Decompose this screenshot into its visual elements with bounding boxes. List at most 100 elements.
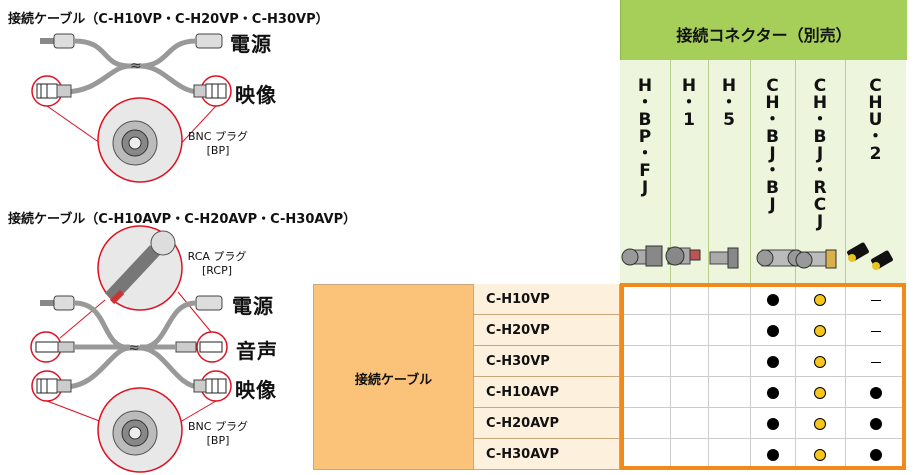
vp-bnc-plug-code: [BP] bbox=[206, 144, 230, 157]
connector-char: C bbox=[869, 76, 882, 96]
vp-bnc-plug-name: BNC プラグ bbox=[188, 130, 248, 143]
vp-video-label: 映像 bbox=[235, 83, 277, 107]
column-divider bbox=[845, 60, 846, 470]
cable-vp-drawing: ≈ bbox=[31, 33, 232, 183]
avp-rca-plug-label: RCA プラグ [RCP] bbox=[180, 250, 254, 278]
compatibility-mark-yellow bbox=[814, 386, 826, 399]
table-row-name: C-H10VP bbox=[474, 284, 620, 315]
compatibility-mark-black bbox=[766, 448, 779, 461]
connector-char: ・ bbox=[764, 161, 781, 181]
cable-model: C-H30AVP bbox=[486, 447, 559, 462]
table-row-name: C-H10AVP bbox=[474, 377, 620, 408]
avp-rca-plug-code: [RCP] bbox=[202, 264, 232, 277]
connector-image-h-bp-fj bbox=[621, 245, 663, 267]
connector-char: H bbox=[637, 76, 653, 96]
cell-divider bbox=[670, 377, 671, 408]
avp-bnc-plug-code: [BP] bbox=[206, 434, 230, 447]
table-row-name: C-H30AVP bbox=[474, 439, 620, 470]
compatibility-mark-yellow bbox=[814, 293, 826, 306]
cell-divider bbox=[750, 315, 751, 346]
table-row bbox=[620, 439, 906, 470]
cell-divider bbox=[795, 377, 796, 408]
connector-char: J bbox=[769, 144, 776, 164]
compatibility-mark-black bbox=[869, 417, 882, 430]
connector-char: H bbox=[868, 93, 883, 113]
avp-audio-label: 音声 bbox=[236, 339, 278, 363]
table-row bbox=[620, 377, 906, 408]
column-divider bbox=[750, 60, 751, 470]
connector-char: ・ bbox=[811, 161, 829, 181]
table-row bbox=[620, 284, 906, 315]
connector-column-label: H・5 bbox=[712, 78, 746, 129]
connector-char: ・ bbox=[764, 110, 781, 130]
connector-char: 5 bbox=[723, 110, 735, 130]
connector-char: ・ bbox=[680, 93, 698, 113]
connector-char: F bbox=[639, 161, 651, 181]
connector-char: ・ bbox=[636, 144, 654, 164]
connector-char: C bbox=[766, 76, 779, 96]
cell-divider bbox=[750, 346, 751, 377]
cell-divider bbox=[708, 377, 709, 408]
connector-char: J bbox=[769, 195, 776, 215]
connector-char: C bbox=[813, 76, 827, 96]
connector-image-h-5 bbox=[709, 247, 739, 269]
cable-model: C-H10AVP bbox=[486, 385, 559, 400]
cell-divider bbox=[750, 377, 751, 408]
connector-column-label: H・1 bbox=[672, 78, 706, 129]
cell-divider bbox=[795, 346, 796, 377]
avp-bnc-plug-name: BNC プラグ bbox=[188, 420, 248, 433]
cell-divider bbox=[670, 439, 671, 470]
cell-divider bbox=[845, 284, 846, 315]
cell-divider bbox=[750, 408, 751, 439]
connector-char: B bbox=[766, 178, 779, 198]
cell-divider bbox=[845, 346, 846, 377]
compatibility-mark-black bbox=[869, 448, 882, 461]
cable-avp-drawing: ≈ bbox=[30, 225, 232, 473]
connector-char: C bbox=[813, 195, 827, 215]
vp-bnc-plug-label: BNC プラグ [BP] bbox=[183, 130, 253, 158]
compatibility-mark-black bbox=[766, 386, 779, 399]
section1-title: 接続ケーブル（C-H10VP・C-H20VP・C-H30VP） bbox=[8, 12, 329, 27]
avp-rca-plug-name: RCA プラグ bbox=[187, 250, 247, 263]
connector-char: J bbox=[816, 212, 824, 232]
cell-divider bbox=[670, 315, 671, 346]
column-divider bbox=[708, 60, 709, 470]
compatibility-mark-black bbox=[766, 417, 779, 430]
cell-divider bbox=[670, 346, 671, 377]
vp-power-label: 電源 bbox=[230, 32, 272, 56]
connector-header-title: 接続コネクター（別売） bbox=[676, 26, 852, 45]
cell-divider bbox=[795, 315, 796, 346]
compatibility-mark-black bbox=[766, 324, 779, 337]
connector-char: B bbox=[813, 127, 827, 147]
connector-char: P bbox=[638, 127, 652, 147]
compatibility-mark-black bbox=[766, 293, 779, 306]
connector-char: ・ bbox=[811, 110, 829, 130]
connector-char: ・ bbox=[720, 93, 738, 113]
cell-divider bbox=[845, 315, 846, 346]
table-row-name: C-H30VP bbox=[474, 346, 620, 377]
avp-video-label: 映像 bbox=[235, 378, 277, 402]
cell-divider bbox=[845, 439, 846, 470]
cell-divider bbox=[670, 408, 671, 439]
section2-title: 接続ケーブル（C-H10AVP・C-H20AVP・C-H30AVP） bbox=[8, 212, 357, 227]
cell-divider bbox=[708, 439, 709, 470]
connector-char: B bbox=[766, 127, 779, 147]
compatibility-mark-yellow bbox=[814, 417, 826, 430]
cell-divider bbox=[708, 346, 709, 377]
svg-text:≈: ≈ bbox=[128, 340, 140, 356]
connector-header: 接続コネクター（別売） bbox=[620, 0, 907, 60]
connector-char: R bbox=[813, 178, 827, 198]
avp-bnc-plug-label: BNC プラグ [BP] bbox=[183, 420, 253, 448]
connector-char: H bbox=[812, 93, 828, 113]
cell-divider bbox=[795, 408, 796, 439]
avp-power-label: 電源 bbox=[232, 294, 274, 318]
compatibility-mark-dash bbox=[870, 330, 881, 332]
cell-divider bbox=[750, 284, 751, 315]
cell-divider bbox=[845, 408, 846, 439]
connector-char: B bbox=[638, 110, 652, 130]
table-row bbox=[620, 408, 906, 439]
connector-char: U bbox=[868, 110, 883, 130]
